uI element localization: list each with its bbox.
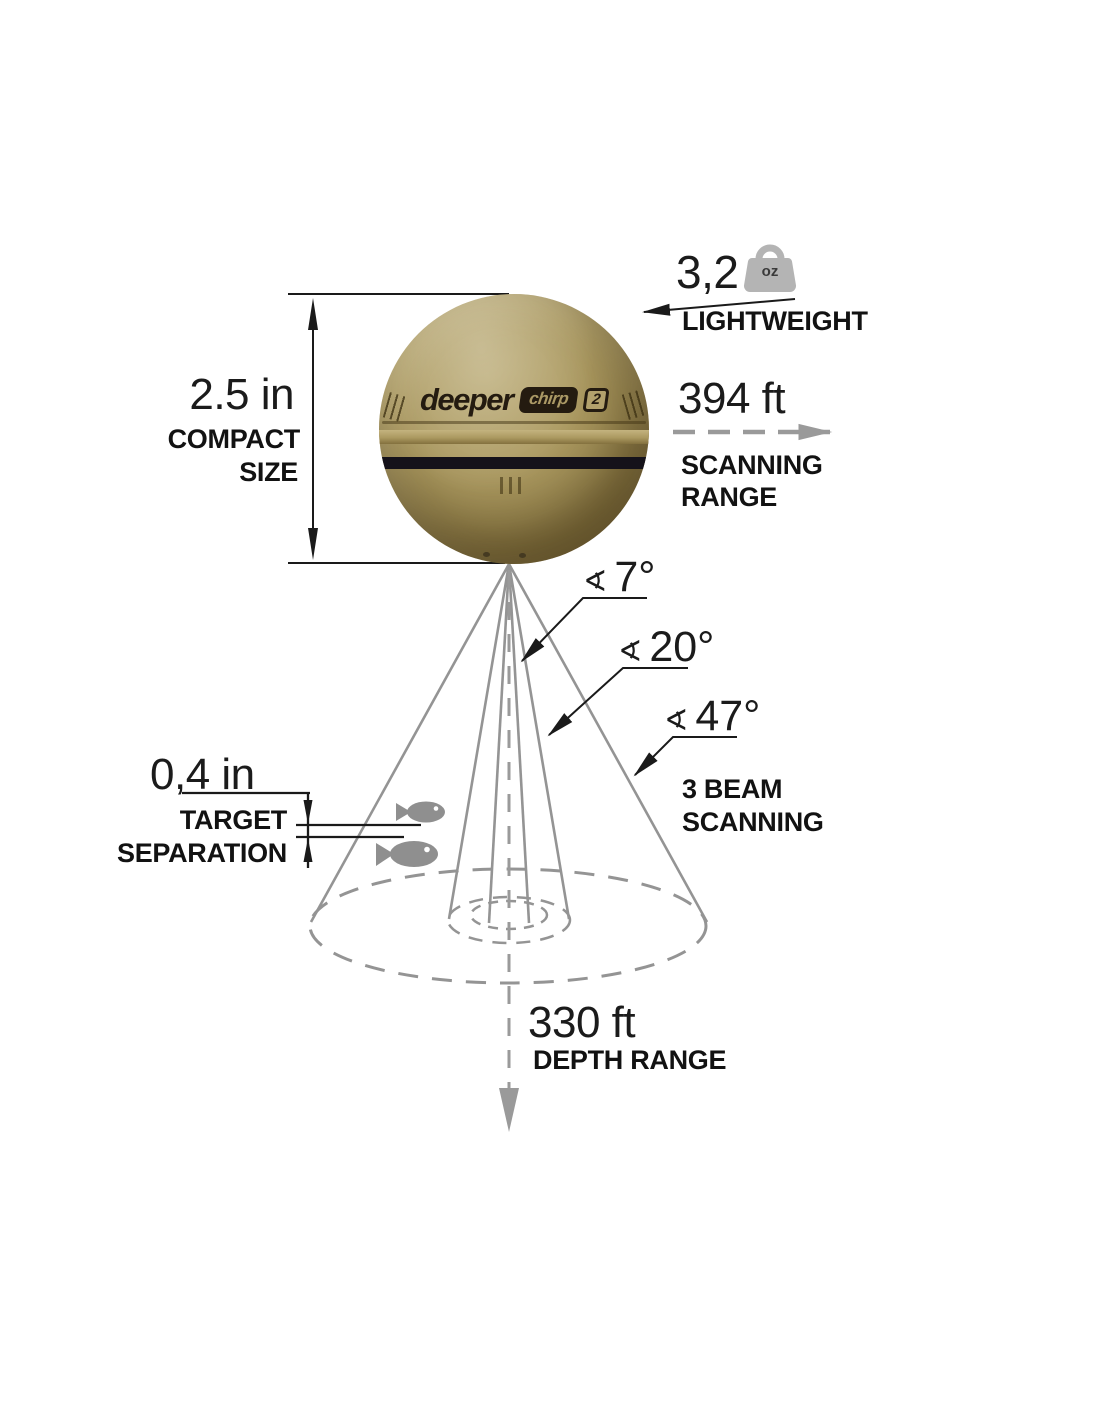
angle-47-value: 47° — [695, 692, 761, 740]
separation-arrow-down-icon — [303, 800, 313, 824]
weight-unit: oz — [761, 263, 779, 280]
sonar-device: deeper chirp 2 — [379, 294, 649, 564]
angle-7-value: 7° — [614, 553, 656, 601]
sphere-vent-center — [500, 477, 527, 494]
scanning-range-value: 394 ft — [678, 374, 786, 423]
angle-20-leader — [547, 667, 688, 737]
brand-wordmark: deeper — [419, 382, 514, 417]
beam-20-left-line — [447, 563, 511, 920]
sphere-seam-ridge — [379, 430, 649, 444]
beam-angle-7: ∢7° — [583, 553, 655, 602]
size-label-line1: COMPACT — [167, 424, 301, 454]
target-separation-lines — [182, 791, 421, 868]
target-separation-label-line1: TARGET — [179, 805, 288, 835]
sphere-highlight — [379, 294, 649, 564]
beam-angle-47: ∢47° — [664, 692, 760, 741]
target-separation-value: 0,4 in — [150, 750, 255, 799]
dimension-arrow-up-icon — [308, 298, 318, 330]
beam-cones — [308, 563, 709, 985]
big-fish-icon — [376, 841, 438, 867]
beam-scanning-label-line2: SCANNING — [682, 807, 824, 837]
beam-47-right-line — [507, 563, 709, 923]
lightweight-label: LIGHTWEIGHT — [682, 306, 868, 336]
size-label-line2: SIZE — [239, 457, 298, 487]
scanning-range-label-line1: SCANNING — [681, 450, 823, 480]
separation-arrow-up-icon — [303, 838, 313, 862]
beam-20-right-line — [507, 563, 571, 920]
depth-arrowhead-icon — [499, 1088, 519, 1132]
beam-7-left-line — [487, 563, 511, 924]
beam-7-right-line — [507, 563, 531, 924]
size-value: 2.5 in — [189, 370, 294, 419]
weight-icon — [743, 244, 797, 293]
sphere-foot-dot — [519, 553, 526, 558]
target-separation-label-line2: SEPARATION — [116, 838, 287, 868]
fish-icons — [376, 801, 445, 867]
model-badge: chirp — [517, 387, 579, 413]
depth-range-value: 330 ft — [528, 998, 636, 1047]
size-dimension-lines — [288, 293, 509, 564]
sphere-seam-groove — [382, 421, 646, 424]
angle-7-leader — [520, 597, 647, 663]
beam-scanning-label-line1: 3 BEAM — [682, 774, 783, 804]
depth-range-label: DEPTH RANGE — [533, 1045, 727, 1075]
weight-value: 3,2 — [676, 246, 739, 298]
angle-symbol-icon: ∢ — [664, 703, 689, 737]
sphere-dark-band — [379, 457, 649, 469]
version-badge: 2 — [582, 388, 610, 412]
angle-leaders — [520, 597, 737, 777]
scanning-range-label-line2: RANGE — [681, 482, 778, 512]
lightweight-leader-arrow — [642, 298, 796, 316]
beam-47-left-line — [309, 563, 511, 923]
beam-20-ellipse — [446, 895, 572, 945]
sphere-foot-dot — [483, 552, 490, 557]
angle-symbol-icon: ∢ — [618, 634, 643, 668]
angle-symbol-icon: ∢ — [583, 564, 608, 598]
beam-angle-20: ∢20° — [618, 623, 714, 672]
dimension-arrow-down-icon — [308, 528, 318, 560]
device-logo: deeper chirp 2 — [379, 382, 649, 418]
angle-47-leader — [633, 736, 737, 777]
small-fish-icon — [396, 801, 445, 823]
angle-20-value: 20° — [649, 623, 715, 671]
depth-range-arrow — [499, 570, 519, 1132]
